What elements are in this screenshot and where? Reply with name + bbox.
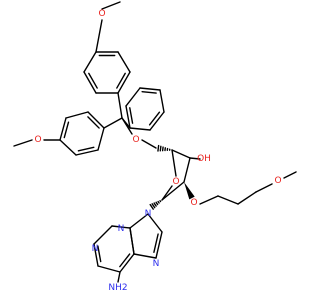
atom-n-purine-9: N <box>145 209 152 219</box>
ring-top-anisole-double-bond <box>89 73 97 88</box>
ring-phenyl-double-bond <box>142 92 156 93</box>
bond-ch2-o-methoxy <box>256 184 272 192</box>
atom-o-top-methoxy: O <box>98 9 105 19</box>
bond-c4-c3 <box>172 150 190 158</box>
stereo-hashed-c1-n9 <box>158 202 159 204</box>
atom-o-left-methoxy: O <box>34 135 41 145</box>
bond-left-methoxy-ch3 <box>14 140 32 146</box>
atom-o-trityl-ether: O <box>132 135 139 145</box>
bond-trityl-c-anisole-top <box>118 93 122 118</box>
bond-methoxy-ch3 <box>284 172 296 178</box>
ring-phenyl-bond <box>130 128 150 130</box>
bond-top-methoxy-o <box>96 20 102 52</box>
bond-trityl-c-anisole-left <box>104 118 122 128</box>
molecule-svg: O O O OH O O O N N N N NH2 <box>0 0 300 300</box>
atom-oh-3prime: OH <box>197 154 211 164</box>
molecule-diagram: O O O OH O O O N N N N NH2 <box>0 0 300 300</box>
ring-pyrimidine-double-bond <box>120 254 130 267</box>
ring-top-anisole-bond <box>84 52 96 72</box>
bond-o-ch2 <box>142 140 156 148</box>
atom-o-methoxyethyl: O <box>274 176 281 186</box>
bond-trityl-c-o <box>122 118 132 134</box>
ring-left-anisole-double-bond <box>78 147 93 151</box>
ring-top-anisole-bond <box>118 52 130 72</box>
ring-phenyl-double-bond <box>150 112 160 125</box>
atom-nh2: NH2 <box>108 283 127 293</box>
ring-imidazole-bond <box>156 232 162 258</box>
stereo-hashed-c4prime-ch2 <box>160 146 161 151</box>
ring-pyrimidine-bond <box>130 228 134 254</box>
ring-phenyl-bond <box>126 88 140 106</box>
atom-n-purine-7: N <box>153 259 160 269</box>
stereo-hashed-c1-n9 <box>160 201 161 202</box>
ring-phenyl-double-bond <box>130 108 133 123</box>
ring-top-anisole-double-bond <box>117 73 125 88</box>
ring-left-anisole-bond <box>60 140 76 155</box>
ring-phenyl-bond <box>140 88 160 90</box>
atom-n-purine-1: N <box>92 244 99 254</box>
ring-left-anisole-double-bond <box>88 117 99 128</box>
ring-pyrimidine-bond <box>98 266 120 272</box>
stereo-hashed-c4prime-ch2 <box>158 146 159 151</box>
atom-o-ring: O <box>172 177 179 187</box>
bond-c6-nh2 <box>118 272 120 282</box>
ring-phenyl-bond <box>160 90 164 112</box>
bond-top-methoxy-ch3 <box>102 2 120 9</box>
stereo-wedge-c2-o <box>184 182 195 199</box>
stereo-hashed-c1-n9 <box>156 202 158 204</box>
ring-left-anisole-bond <box>98 128 104 150</box>
ring-imidazole-bond <box>134 254 156 258</box>
bond-layer <box>14 2 296 282</box>
bond-c3-c2 <box>184 158 190 182</box>
bond-ch2-ch2-b <box>238 192 256 204</box>
bond-ch2-ch2 <box>218 196 238 204</box>
bond-o-ch2-a <box>200 196 218 204</box>
bond-c4-o4 <box>172 150 176 176</box>
atom-n-purine-3: N <box>118 224 125 234</box>
atom-o-2prime: O <box>190 198 197 208</box>
ring-pyrimidine-bond <box>94 226 112 244</box>
stereo-hashed-c1-n9 <box>154 203 156 206</box>
ring-left-anisole-bond <box>66 112 88 118</box>
